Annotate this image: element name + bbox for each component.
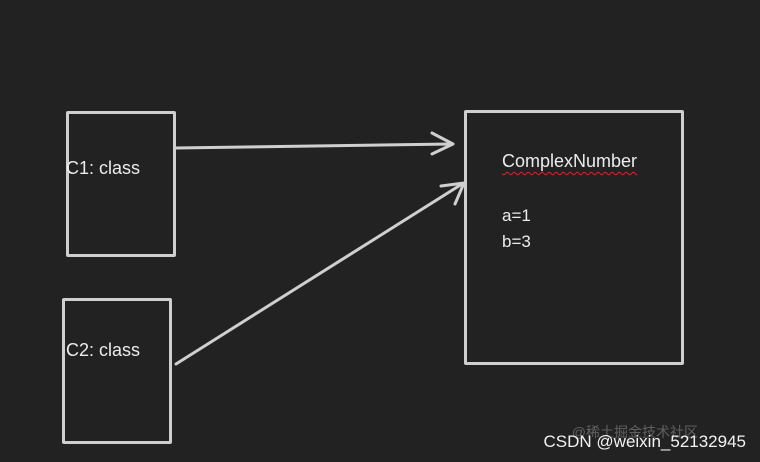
- object-title: ComplexNumber: [502, 151, 638, 171]
- watermark-primary: CSDN @weixin_52132945: [543, 432, 746, 451]
- field-a: a=1: [502, 206, 531, 225]
- c2-label: C2: class: [66, 340, 141, 360]
- arrow-c2-to-object: [174, 182, 464, 366]
- watermark-secondary: @稀土掘金技术社区: [571, 424, 698, 440]
- object-box-complexnumber: [464, 110, 684, 365]
- arrow-c1-to-object: [174, 142, 454, 150]
- field-b: b=3: [502, 232, 531, 251]
- class-box-c2: [62, 298, 172, 444]
- arrowhead-c1: [430, 131, 455, 156]
- class-box-c1: [66, 111, 176, 257]
- c1-label: C1: class: [66, 158, 141, 178]
